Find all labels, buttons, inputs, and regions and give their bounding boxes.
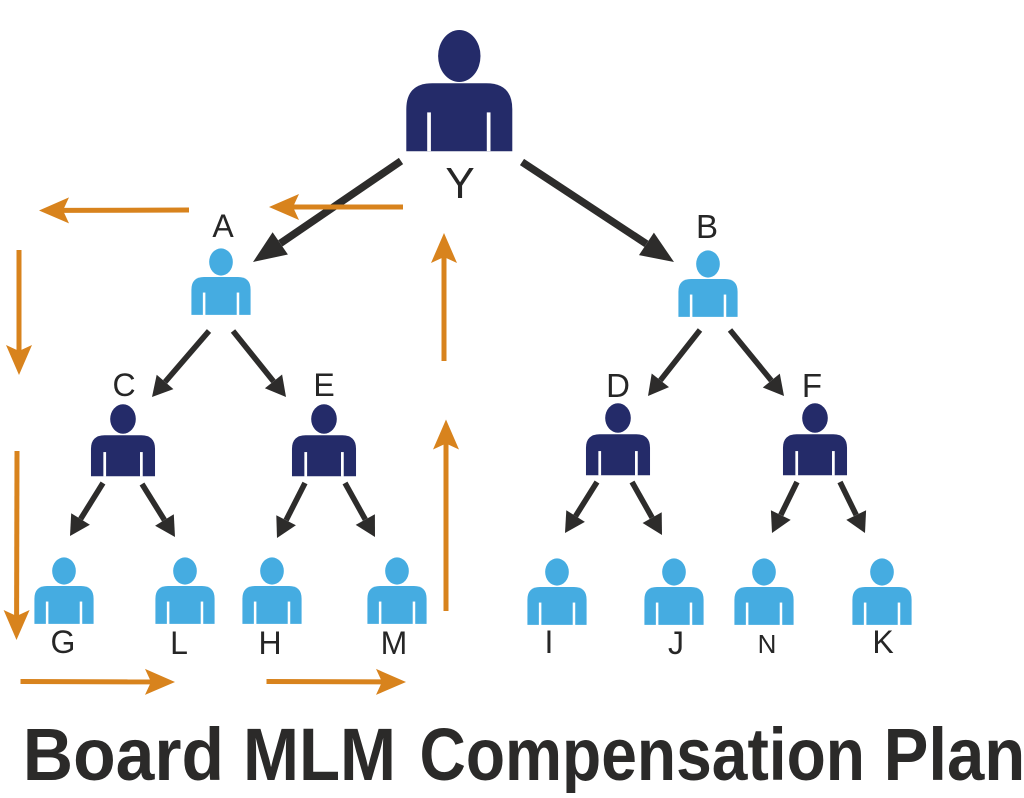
svg-text:MLM: MLM [243,713,396,793]
svg-text:M: M [381,625,408,661]
svg-text:G: G [51,624,76,660]
svg-text:Plan: Plan [884,713,1024,793]
svg-text:A: A [212,208,234,244]
svg-text:F: F [802,367,822,404]
svg-text:Y: Y [445,159,474,208]
svg-text:L: L [170,625,188,661]
svg-text:I: I [545,624,554,660]
svg-text:K: K [872,624,893,660]
svg-text:D: D [606,367,630,404]
svg-text:J: J [668,625,684,661]
svg-text:H: H [258,625,281,661]
svg-text:C: C [112,367,135,403]
svg-text:Board: Board [23,713,224,793]
svg-text:Compensation: Compensation [420,713,866,793]
svg-text:E: E [313,367,334,403]
svg-text:N: N [758,629,777,659]
svg-text:B: B [696,208,718,245]
